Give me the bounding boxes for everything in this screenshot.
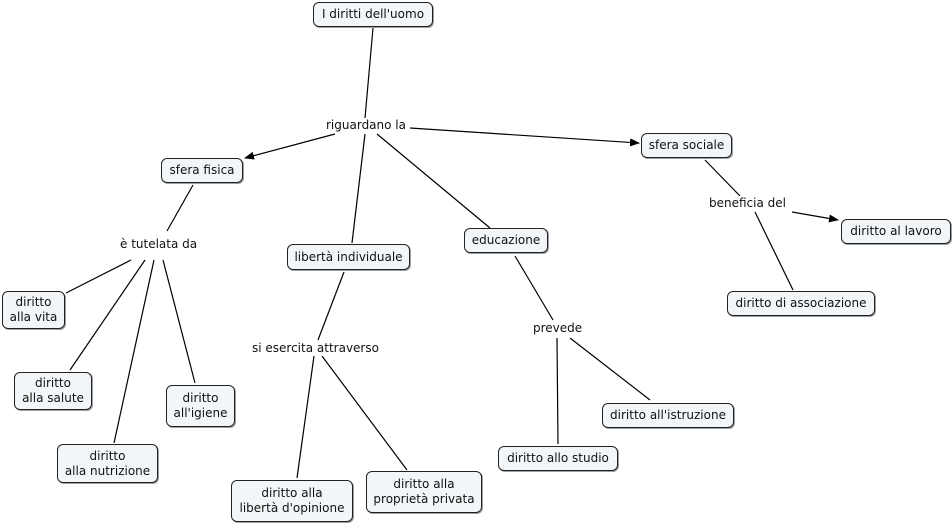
edge-esercita-opinione [296, 355, 315, 479]
concept-diritto-studio[interactable]: diritto allo studio [498, 446, 618, 471]
concept-educazione[interactable]: educazione [464, 228, 548, 253]
concept-diritto-vita[interactable]: diritto alla vita [2, 291, 65, 329]
edge-liberta-esercita [317, 271, 345, 341]
edge-riguardano-sfera-sociale [409, 127, 640, 147]
concept-diritto-opinione[interactable]: diritto alla libertà d'opinione [231, 480, 353, 522]
concept-sfera-fisica[interactable]: sfera fisica [161, 158, 243, 183]
concept-diritto-istruzione[interactable]: diritto all'istruzione [602, 403, 734, 428]
edge-tutelata-salute [69, 259, 146, 371]
edge-tutelata-vita [65, 259, 132, 294]
concept-diritto-proprieta[interactable]: diritto alla proprietà privata [366, 471, 482, 513]
link-beneficia-del: beneficia del [707, 196, 788, 211]
edge-esercita-proprieta [321, 355, 408, 471]
concept-diritto-nutrizione[interactable]: diritto alla nutrizione [57, 444, 158, 483]
edge-beneficia-lavoro [791, 211, 839, 223]
link-esercita-attraverso: si esercita attraverso [250, 341, 381, 356]
edge-sfera-fisica-tutelata [166, 184, 194, 232]
edge-riguardano-liberta [351, 133, 366, 244]
edge-sfera-sociale-beneficia [704, 159, 741, 197]
edge-tutelata-igiene [162, 259, 196, 384]
edge-beneficia-associazione [754, 211, 794, 291]
concept-diritto-igiene[interactable]: diritto all'igiene [166, 385, 235, 427]
edge-riguardano-educazione [376, 133, 491, 229]
edge-prevede-istruzione [569, 337, 651, 401]
link-riguardano-la: riguardano la [324, 118, 408, 133]
concept-liberta-individuale[interactable]: libertà individuale [287, 244, 410, 270]
edge-tutelata-nutrizione [113, 259, 155, 444]
concept-diritto-associazione[interactable]: diritto di associazione [727, 291, 875, 316]
edge-prevede-studio [556, 337, 559, 445]
concept-diritti-uomo[interactable]: I diritti dell'uomo [313, 2, 433, 27]
edge-riguardano-sfera-fisica [244, 133, 336, 160]
concept-diritto-lavoro[interactable]: diritto al lavoro [841, 219, 951, 244]
edge-educazione-prevede [514, 255, 554, 321]
link-tutelata-da: è tutelata da [118, 237, 200, 252]
concept-diritto-salute[interactable]: diritto alla salute [14, 372, 92, 410]
edge-root-riguardano [364, 27, 374, 119]
concept-sfera-sociale[interactable]: sfera sociale [641, 133, 732, 158]
link-prevede: prevede [531, 321, 585, 336]
